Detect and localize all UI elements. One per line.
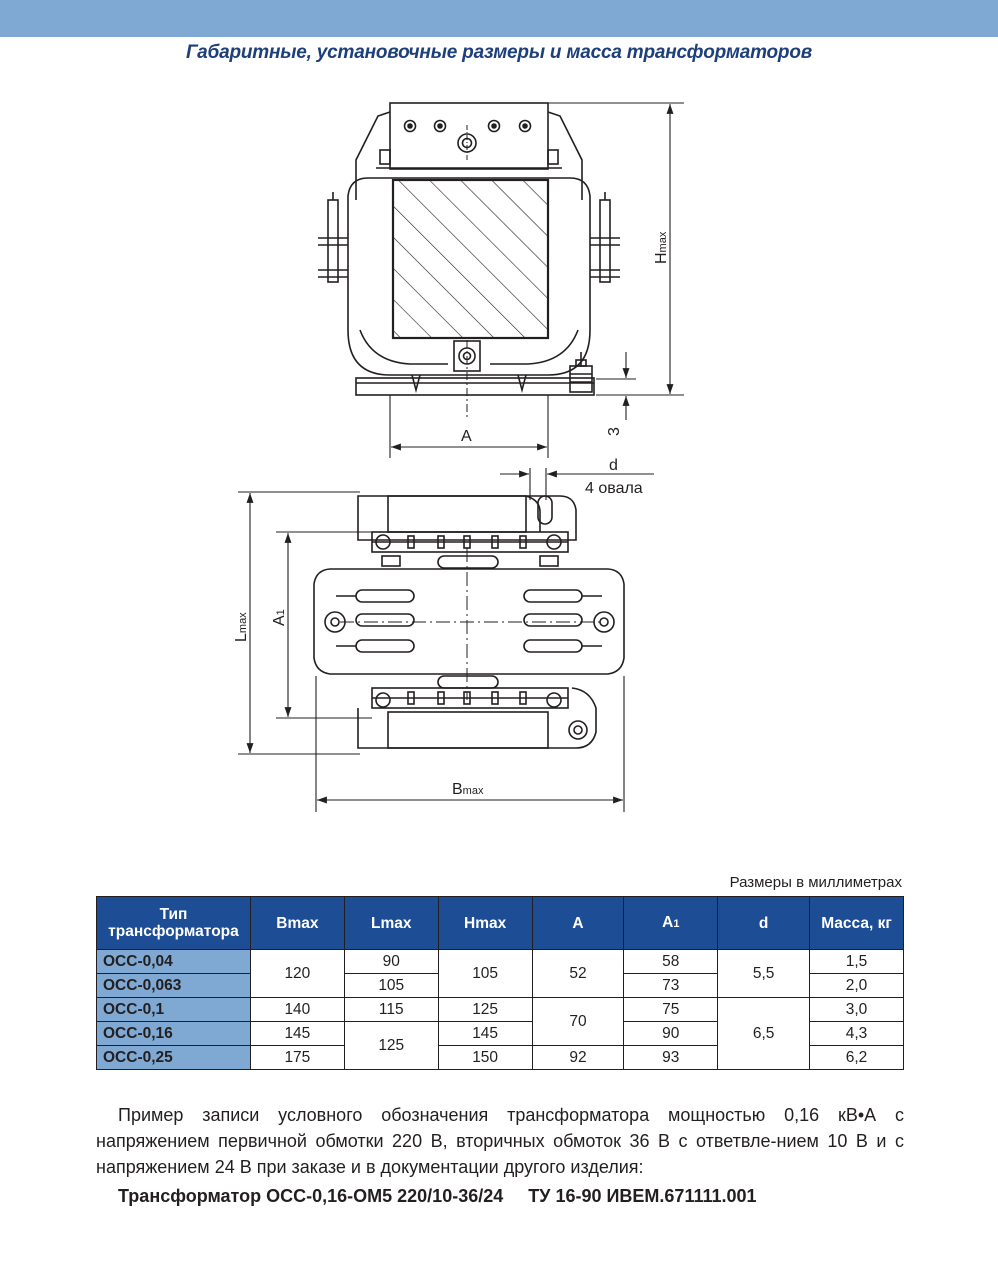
cell-a1: 75 (623, 997, 719, 1022)
header-hmax: Hmax (437, 896, 533, 950)
stud-right (590, 192, 620, 283)
dimensions-table: Тип трансформатора Bmax Lmax Hmax A A1 d… (96, 896, 904, 1070)
header-a: A (531, 896, 625, 950)
label-d: d (609, 457, 618, 474)
cell-hmax: 125 (437, 997, 533, 1022)
front-view (318, 102, 620, 420)
stud-left (318, 192, 348, 283)
cell-bmax: 120 (249, 949, 345, 998)
cell-hmax: 150 (437, 1045, 533, 1070)
dim-d (500, 468, 654, 500)
cell-a1: 58 (623, 949, 719, 974)
cell-type: ОСС-0,25 (96, 1045, 251, 1070)
header-bar (0, 0, 998, 37)
cell-a: 92 (531, 1045, 625, 1070)
cell-type: ОСС-0,063 (96, 973, 251, 998)
table-row: ОСС-0,1 140 115 125 70 75 6,5 3,0 (96, 997, 904, 1070)
page-title: Габаритные, установочные размеры и масса… (185, 42, 813, 63)
header-lmax: Lmax (343, 896, 439, 950)
label-bmax: Bmax (452, 781, 484, 798)
cell-mass: 3,0 (809, 997, 904, 1022)
label-a: A (461, 428, 472, 445)
header-a1: A1 (623, 896, 719, 950)
example-paragraph: Пример записи условного обозначения тран… (96, 1105, 904, 1177)
lower-studs (375, 691, 562, 708)
cell-type: ОСС-0,16 (96, 1021, 251, 1046)
cell-d: 6,5 (717, 997, 811, 1070)
cell-lmax: 105 (343, 973, 439, 998)
header-bmax: Bmax (249, 896, 345, 950)
label-a1: A1 (271, 609, 288, 626)
dim-hmax (548, 102, 684, 396)
cell-mass: 1,5 (809, 949, 904, 974)
dim-bmax (315, 676, 625, 812)
slots-right (523, 589, 602, 653)
cell-a: 52 (531, 949, 625, 998)
cell-bmax: 140 (249, 997, 345, 1022)
label-lmax: Lmax (233, 612, 250, 642)
cell-lmax: 90 (343, 949, 439, 974)
cell-mass: 4,3 (809, 1021, 904, 1046)
table-row: ОСС-0,063 105 73 2,0 (96, 973, 904, 998)
table-header-row: Тип трансформатора Bmax Lmax Hmax A A1 d… (96, 896, 904, 950)
cell-a: 70 (531, 997, 625, 1046)
label-ovals: 4 овала (585, 480, 643, 497)
ground-bolt (569, 352, 593, 393)
dim-3 (596, 352, 636, 420)
units-note: Размеры в миллиметрах (729, 874, 902, 891)
dim-a (389, 395, 549, 458)
transformer-drawing: Hmax 3 A (233, 102, 684, 812)
dim-a1 (276, 531, 372, 719)
cell-lmax: 115 (343, 997, 439, 1022)
dim-lmax (238, 491, 360, 755)
cell-a1: 93 (623, 1045, 719, 1070)
cell-bmax: 175 (249, 1045, 345, 1070)
header-d: d (717, 896, 811, 950)
table-row: ОСС-0,25 175 150 92 93 6,2 (96, 1045, 904, 1070)
cell-type: ОСС-0,04 (96, 949, 251, 974)
upper-studs (375, 534, 562, 550)
cell-type: ОСС-0,1 (96, 997, 251, 1022)
cell-d: 5,5 (717, 949, 811, 998)
top-view (313, 495, 625, 749)
example-designation: Трансформатор ОСС-0,16-ОМ5 220/10-36/24 … (118, 1186, 757, 1206)
cell-a1: 73 (623, 973, 719, 998)
cell-mass: 6,2 (809, 1045, 904, 1070)
table-row: ОСС-0,04 120 90 105 52 58 5,5 1,5 (96, 949, 904, 998)
cell-hmax: 145 (437, 1021, 533, 1046)
cell-mass: 2,0 (809, 973, 904, 998)
header-type: Тип трансформатора (96, 896, 251, 950)
slots-left (336, 589, 415, 653)
table-row: ОСС-0,16 145 125 145 90 4,3 (96, 1021, 904, 1070)
cell-a1: 90 (623, 1021, 719, 1046)
cell-hmax: 105 (437, 949, 533, 998)
cell-bmax: 145 (249, 1021, 345, 1046)
header-mass: Масса, кг (809, 896, 904, 950)
label-3: 3 (606, 427, 623, 436)
cell-lmax: 125 (343, 1021, 439, 1070)
terminal-screws (403, 119, 532, 160)
label-hmax: Hmax (653, 231, 670, 264)
